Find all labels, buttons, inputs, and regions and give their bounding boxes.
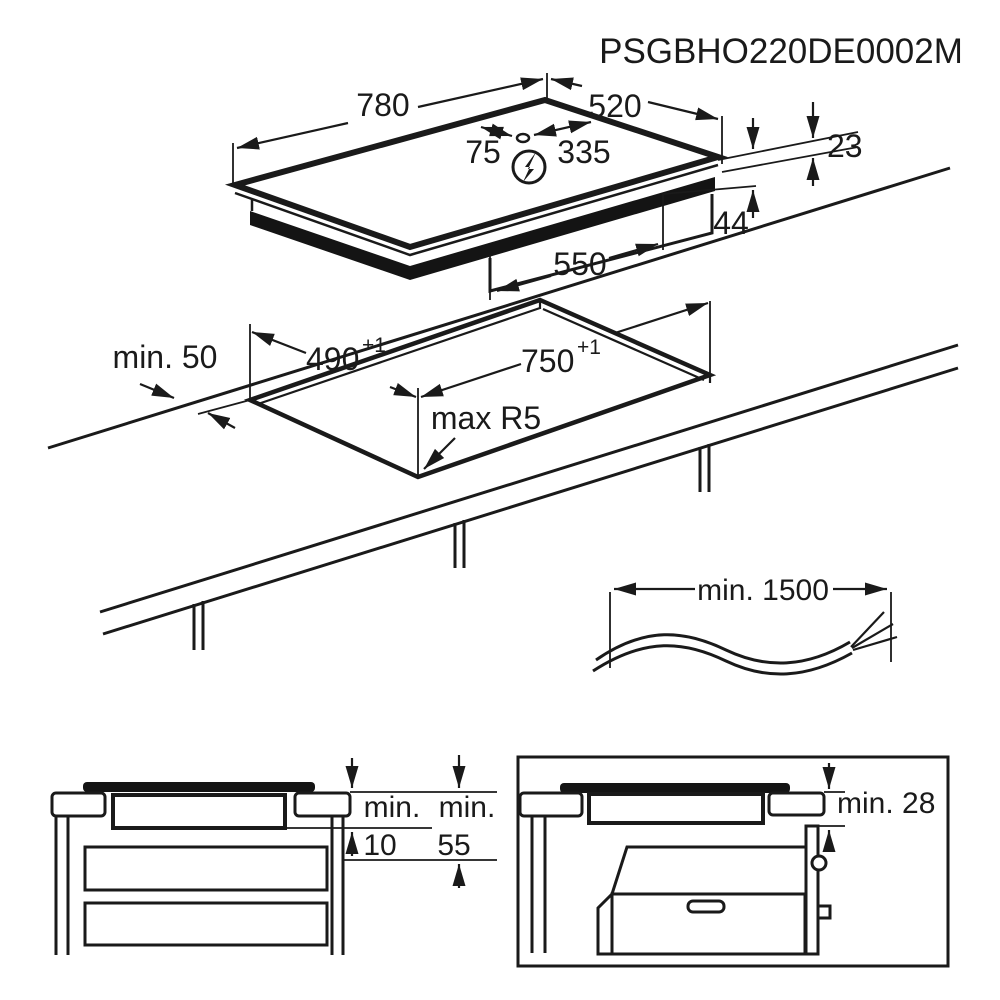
hob-glass-profile-2 bbox=[560, 783, 790, 793]
drawer-front-2 bbox=[83, 901, 329, 947]
dim-min50-label: min. 50 bbox=[113, 339, 218, 375]
worktop-front-edge-bottom bbox=[102, 366, 959, 636]
dim-corner-radius: max R5 bbox=[423, 400, 541, 470]
oven-view-frame bbox=[516, 755, 950, 968]
oven-front-bevel bbox=[596, 890, 614, 956]
dim-cable-hole: 75 335 bbox=[465, 120, 611, 185]
dim-520-label: 520 bbox=[588, 88, 641, 124]
drawer-front-1 bbox=[83, 845, 329, 892]
power-connection-icon bbox=[511, 149, 547, 185]
hob-glass-profile bbox=[83, 782, 315, 792]
hob-drawer-side-view: min. min. 10 55 bbox=[50, 755, 497, 955]
dim-oven-clearance: min. 28 bbox=[818, 763, 935, 852]
dim-cutout-width: 750 +1 bbox=[420, 301, 711, 399]
cabinet-sides-2 bbox=[530, 816, 547, 953]
oven-handle bbox=[686, 899, 726, 914]
dim-780-label: 780 bbox=[356, 87, 409, 123]
oven-side-panel bbox=[804, 824, 820, 956]
cutout-hole bbox=[243, 297, 717, 480]
dim-75-label: 75 bbox=[465, 134, 501, 170]
drawing-title: PSGBHO220DE0002M bbox=[599, 32, 963, 71]
worktop-back-edge bbox=[47, 166, 951, 450]
dim-23-label: 23 bbox=[827, 128, 863, 164]
gap1-value: 10 bbox=[363, 829, 396, 862]
dim-750-tolerance: +1 bbox=[577, 336, 601, 359]
power-cable bbox=[592, 611, 898, 676]
worktop-front-edge-top bbox=[99, 343, 959, 614]
dim-depth-520: 520 bbox=[550, 77, 723, 164]
glass-underside-edge bbox=[234, 163, 719, 257]
hob-body-band bbox=[250, 177, 715, 280]
cabinet-sides bbox=[54, 816, 345, 955]
gap2-label: min. bbox=[439, 791, 496, 824]
oven bbox=[596, 824, 832, 956]
dim-wall-clearance: min. 50 bbox=[113, 339, 251, 430]
worktop-left-profile bbox=[50, 791, 107, 818]
worktop-legs bbox=[192, 444, 711, 650]
worktop-left-profile-2 bbox=[518, 791, 584, 818]
dim-335-label: 335 bbox=[557, 134, 610, 170]
cutout-inner-edge-right bbox=[542, 307, 705, 382]
power-cable-view: min. 1500 bbox=[592, 574, 898, 676]
oven-latch bbox=[816, 904, 832, 920]
hob-glass-surface bbox=[224, 96, 729, 251]
dim-maxR5-label: max R5 bbox=[431, 400, 541, 436]
worktop-cutout-view: min. 50 490 +1 750 +1 max R5 bbox=[47, 166, 959, 650]
gap2-value: 55 bbox=[437, 829, 470, 862]
dim-min28-label: min. 28 bbox=[837, 787, 935, 820]
dim-750-label: 750 bbox=[521, 343, 574, 379]
dim-width-780: 780 bbox=[232, 73, 548, 186]
hob-body-profile bbox=[111, 793, 287, 830]
hob-body-profile-2 bbox=[587, 792, 765, 825]
dim-490-tolerance: +1 bbox=[362, 334, 386, 357]
gap1-label: min. bbox=[364, 791, 421, 824]
dim-drawer-clearances: min. min. 10 55 bbox=[285, 755, 497, 888]
hob-oven-side-view: min. 28 bbox=[516, 755, 950, 968]
dim-490-label: 490 bbox=[306, 341, 359, 377]
cable-hole bbox=[515, 132, 531, 144]
dim-heights-23-44: 23 44 bbox=[662, 102, 863, 241]
worktop-right-profile-2 bbox=[767, 791, 826, 817]
hob-top-view: 780 520 75 335 bbox=[224, 73, 863, 300]
oven-top bbox=[609, 845, 808, 896]
cutout-inner-edge-left bbox=[257, 306, 541, 406]
dim-cable-length-label: min. 1500 bbox=[697, 574, 829, 607]
worktop-right-profile bbox=[293, 791, 352, 818]
oven-knob bbox=[810, 854, 828, 872]
dim-cutout-depth: 490 +1 bbox=[249, 324, 419, 477]
